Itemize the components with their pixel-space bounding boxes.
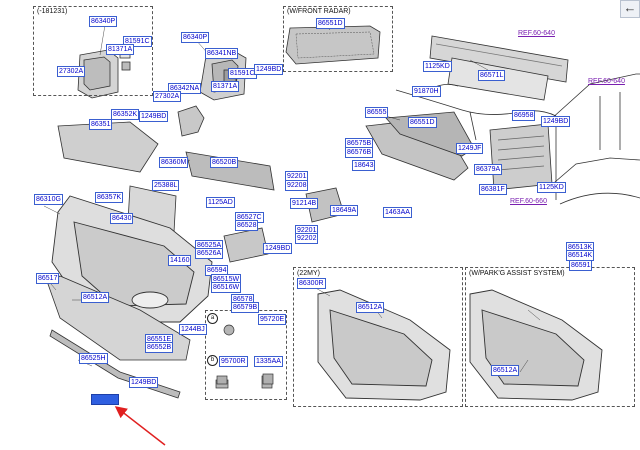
- back-arrow-icon[interactable]: ←: [620, 0, 640, 18]
- panel-label-181231: (-181231): [37, 8, 68, 15]
- part-tag[interactable]: 86551D: [408, 117, 437, 128]
- part-tag[interactable]: 86526A: [195, 248, 224, 259]
- panel-label-22my: (22MY): [297, 270, 320, 277]
- part-tag[interactable]: 86340P: [181, 32, 210, 43]
- part-tag[interactable]: 1125KD: [423, 61, 452, 72]
- part-tag[interactable]: 86352K: [111, 109, 140, 120]
- part-tag[interactable]: 14160: [168, 255, 192, 266]
- panel-22my: [293, 267, 463, 407]
- bracket-drawing: [57, 121, 345, 263]
- part-tag[interactable]: 81371A: [211, 81, 240, 92]
- part-tag[interactable]: 86300R: [297, 278, 326, 289]
- part-tag[interactable]: 86357K: [95, 192, 124, 203]
- part-tag[interactable]: 86958: [512, 110, 536, 121]
- part-tag[interactable]: 91214B: [290, 198, 319, 209]
- part-tag[interactable]: 81591C: [123, 36, 152, 47]
- part-tag[interactable]: 27302A: [57, 66, 86, 77]
- part-tag[interactable]: 86310G: [34, 194, 63, 205]
- part-tag[interactable]: 92208: [285, 180, 309, 191]
- ref-link-60-640-a[interactable]: REF.60-640: [518, 30, 555, 37]
- part-tag[interactable]: 92202: [295, 233, 319, 244]
- part-tag[interactable]: 86341NB: [205, 48, 239, 59]
- part-tag[interactable]: 86571L: [478, 70, 506, 81]
- part-tag[interactable]: 1125KD: [537, 182, 566, 193]
- part-tag[interactable]: 86552B: [145, 342, 174, 353]
- part-tag[interactable]: 86579B: [231, 302, 260, 313]
- bumper-22my-drawing: [317, 289, 451, 401]
- part-tag[interactable]: 86340P: [89, 16, 118, 27]
- part-tag[interactable]: 27302A: [153, 91, 182, 102]
- part-tag[interactable]: 86430: [110, 213, 134, 224]
- part-tag[interactable]: 1249BD: [129, 377, 159, 388]
- part-tag[interactable]: 18649A: [330, 205, 359, 216]
- part-tag[interactable]: 86342NA: [168, 83, 202, 94]
- part-tag[interactable]: 81371A: [106, 44, 135, 55]
- part-tag[interactable]: 1463AA: [383, 207, 412, 218]
- panel-label-park-assist: (W/PARK'G ASSIST SYSTEM): [469, 270, 565, 277]
- ref-link-60-660[interactable]: REF.60-660: [510, 198, 547, 205]
- part-tag[interactable]: 86517: [36, 273, 60, 284]
- part-tag[interactable]: 86516W: [211, 282, 242, 293]
- part-tag[interactable]: 1249BD: [254, 64, 284, 75]
- part-tag[interactable]: 86381F: [479, 184, 507, 195]
- panel-front-radar: [283, 6, 393, 72]
- part-tag[interactable]: 95720E: [258, 314, 287, 325]
- part-tag[interactable]: 86512A: [356, 302, 385, 313]
- radar-grille-drawing: [285, 25, 381, 65]
- callout-b: b: [207, 355, 218, 366]
- part-tag[interactable]: 86512A: [81, 292, 110, 303]
- part-tag[interactable]: 25388L: [152, 180, 180, 191]
- panel-park-assist: [465, 267, 635, 407]
- fastener-legend-drawing: [216, 373, 274, 385]
- part-tag[interactable]: 86520B: [210, 157, 239, 168]
- part-tag[interactable]: 86551D: [316, 18, 345, 29]
- part-tag[interactable]: 86591: [569, 260, 593, 271]
- callout-a: a: [207, 313, 218, 324]
- part-tag[interactable]: 1335AA: [254, 356, 283, 367]
- part-tag[interactable]: 95700R: [219, 356, 248, 367]
- part-tag[interactable]: 86351: [89, 119, 113, 130]
- part-tag[interactable]: 86576B: [345, 147, 374, 158]
- part-tag[interactable]: 86555: [365, 107, 389, 118]
- part-tag[interactable]: 1244BJ: [179, 324, 207, 335]
- part-tag[interactable]: 86512A: [491, 365, 520, 376]
- part-tag[interactable]: 86379A: [474, 164, 503, 175]
- part-tag[interactable]: 1249BD: [139, 111, 169, 122]
- part-tag[interactable]: 91870H: [412, 86, 441, 97]
- part-tag[interactable]: 86525H: [79, 353, 108, 364]
- part-tag[interactable]: 1249BD: [541, 116, 571, 127]
- pointer-arrow: [114, 406, 166, 446]
- panel-label-front-radar: (W/FRONT RADAR): [287, 8, 351, 15]
- part-tag[interactable]: 81591C: [228, 68, 257, 79]
- part-tag[interactable]: 18643: [352, 160, 376, 171]
- selected-part-tag[interactable]: 86590B: [91, 394, 120, 405]
- part-tag[interactable]: 1125AD: [206, 197, 235, 208]
- part-tag[interactable]: 1249BD: [263, 243, 293, 254]
- part-tag[interactable]: 86360M: [159, 157, 189, 168]
- part-tag[interactable]: 86528: [235, 220, 259, 231]
- part-tag[interactable]: 1249JF: [456, 143, 484, 154]
- ref-link-60-640-b[interactable]: REF.60-640: [588, 78, 625, 85]
- panel-181231: [33, 6, 153, 96]
